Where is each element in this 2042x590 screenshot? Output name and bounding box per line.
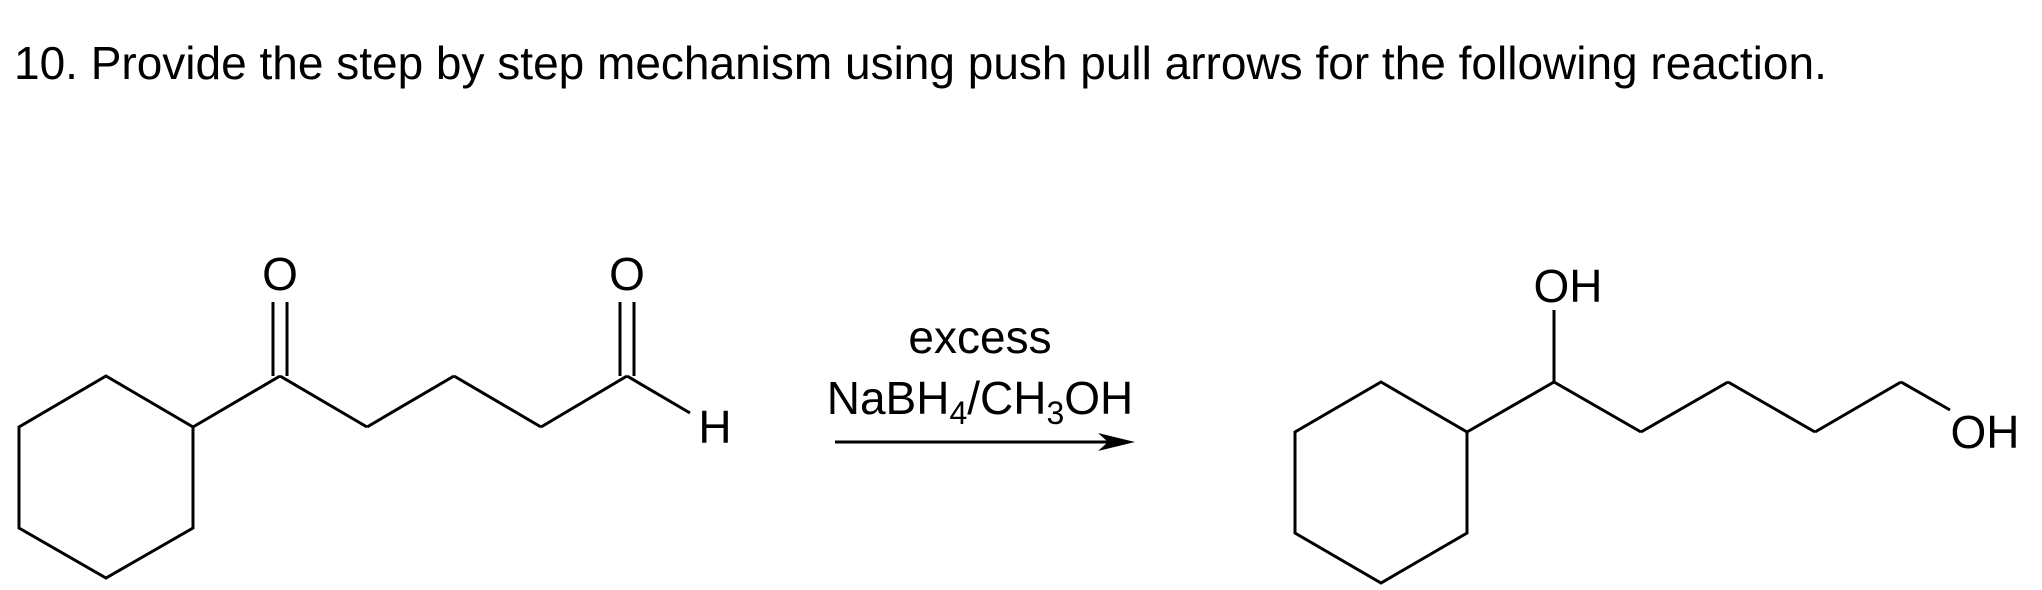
reactant-cyclohexane-ring <box>17 374 195 580</box>
aldehyde-hydrogen-label: H <box>698 401 731 453</box>
reagent-subscript: 4 <box>949 395 967 431</box>
product-secondary-oh-label: OH <box>1534 260 1603 312</box>
product-bond <box>1727 380 1816 434</box>
product-bond <box>1640 380 1729 434</box>
reactant-bond <box>366 374 455 429</box>
reagent-excess-label: excess <box>908 311 1051 363</box>
product-molecule: OH OH <box>1293 260 2020 585</box>
product-bond <box>1900 380 1951 412</box>
reagent-part: /CH <box>967 372 1046 424</box>
product-cyclohexane-ring <box>1293 380 1469 585</box>
reactant-molecule: O O H <box>17 248 732 580</box>
reaction-arrow-head <box>1098 433 1135 451</box>
reactant-bond <box>453 374 542 429</box>
question-text: 10. Provide the step by step mechanism u… <box>14 37 1827 89</box>
reaction-conditions: excess NaBH4/CH3OH <box>827 311 1134 431</box>
ketone-oxygen-label: O <box>262 248 298 300</box>
product-bond <box>1553 380 1642 434</box>
product-terminal-oh-label: OH <box>1951 406 2020 458</box>
reactant-aldehyde-ch-bond <box>626 374 691 415</box>
reactant-bond <box>540 374 628 429</box>
reaction-arrow <box>835 433 1135 451</box>
aldehyde-oxygen-label: O <box>609 248 645 300</box>
reagent-subscript: 3 <box>1046 395 1064 431</box>
product-bond <box>1814 380 1902 434</box>
reagent-part: OH <box>1064 372 1133 424</box>
product-bond <box>1466 380 1555 434</box>
reactant-bond <box>192 374 281 429</box>
reagent-formula: NaBH4/CH3OH <box>827 372 1134 431</box>
reagent-part: NaBH <box>827 372 950 424</box>
reactant-bond <box>279 374 368 429</box>
